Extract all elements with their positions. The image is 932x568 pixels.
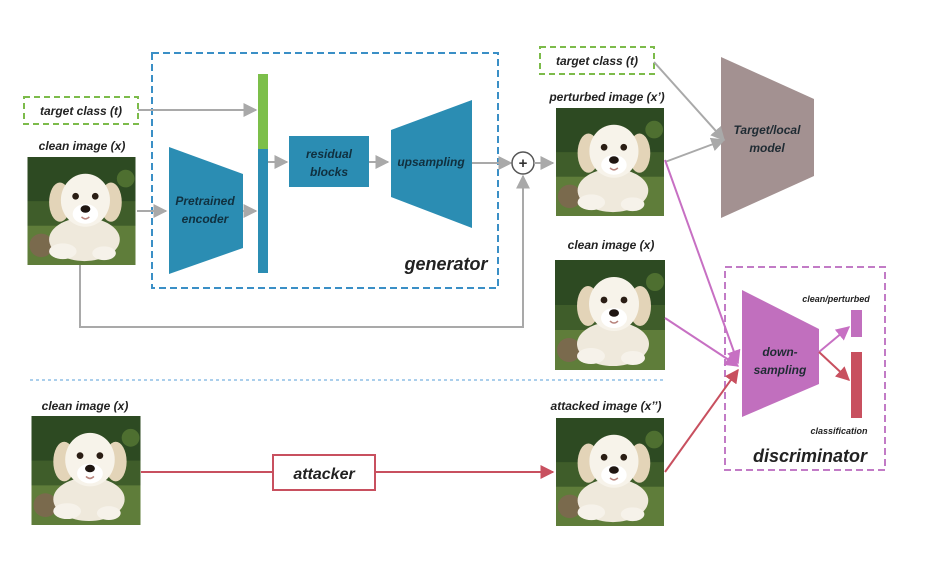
generator-label: generator (403, 254, 488, 274)
residual-blocks (289, 136, 369, 187)
concat-bar-features (258, 149, 268, 273)
classification-bar (851, 352, 862, 418)
classification-label: classification (810, 426, 868, 436)
down-sampling-label-2: sampling (754, 363, 807, 377)
arrow-perturbed-to-model (664, 137, 726, 163)
target-class-box-left (23, 96, 139, 125)
residual-blocks-label-2: blocks (310, 165, 348, 179)
arrow-clean-to-discriminator (664, 317, 740, 367)
dog-photo-icon (555, 418, 665, 526)
dog-photo-icon (26, 157, 137, 265)
target-class-box-right (539, 46, 655, 75)
generator-box (151, 52, 499, 289)
target-model-label-1: Target/local (734, 123, 802, 137)
down-sampling-block (742, 290, 819, 417)
arrow-down-to-cleanperturbed (818, 326, 851, 353)
residual-blocks-label-1: residual (306, 147, 353, 161)
upsampling-block (391, 100, 472, 228)
clean-perturbed-label: clean/perturbed (802, 294, 870, 304)
arrow-perturbed-to-discriminator (664, 159, 741, 365)
target-local-model (721, 57, 814, 218)
upsampling-label: upsampling (397, 155, 465, 169)
clean-image-label-mid: clean image (x) (568, 238, 655, 252)
clean-image-label-top: clean image (x) (39, 139, 126, 153)
attacker-label: attacker (293, 466, 355, 483)
discriminator-box (724, 266, 886, 471)
down-sampling-label-1: down- (762, 345, 797, 359)
perturbed-image-label: perturbed image (x’) (548, 90, 664, 104)
target-class-label-left: target class (t) (40, 104, 122, 118)
arrow-targetclass-to-model (653, 61, 725, 142)
target-class-label-right: target class (t) (556, 54, 638, 68)
dog-photo-icon (31, 416, 141, 525)
dog-photo-icon (555, 260, 665, 370)
dog-photo-icon (555, 108, 665, 216)
clean-image-label-bottom: clean image (x) (42, 399, 129, 413)
plus-symbol: + (519, 155, 528, 172)
clean-perturbed-bar (851, 310, 862, 337)
concat-bar-target (258, 74, 268, 149)
discriminator-label: discriminator (753, 446, 868, 466)
arrow-attacked-to-discriminator (664, 368, 739, 473)
pretrained-encoder (169, 147, 243, 274)
pretrained-encoder-label-2: encoder (182, 212, 230, 226)
pretrained-encoder-label-1: Pretrained (175, 194, 235, 208)
arrow-down-to-classification (818, 351, 851, 381)
arrow-skip-connection (79, 174, 530, 328)
target-model-label-2: model (749, 141, 785, 155)
attacked-image-label: attacked image (x’’) (551, 399, 662, 413)
